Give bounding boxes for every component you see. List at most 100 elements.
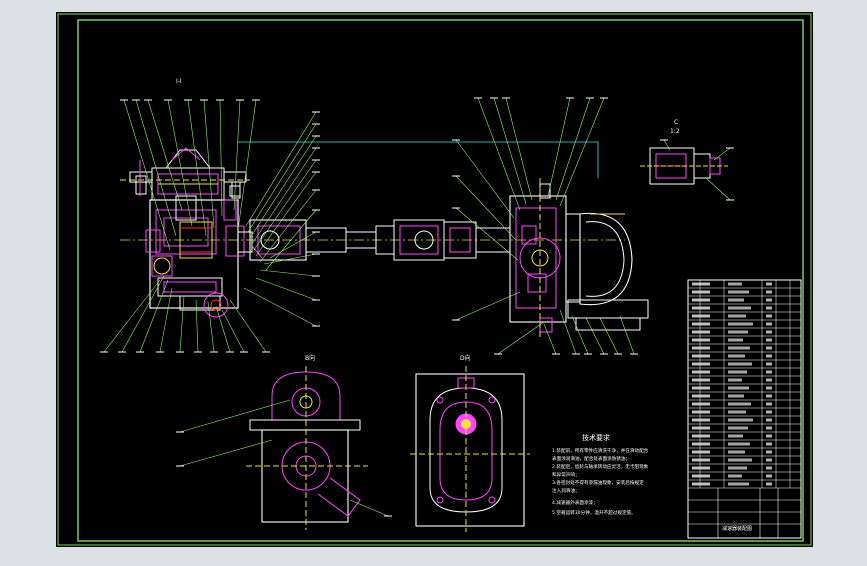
leader-line xyxy=(263,253,317,265)
leader-line xyxy=(195,299,199,353)
leader-line xyxy=(245,111,317,227)
leader-line xyxy=(477,97,521,211)
leader-line xyxy=(187,99,207,237)
leader-line xyxy=(147,99,183,211)
parts-row-number xyxy=(692,306,710,310)
tech-req-line-4: 和异常声响； xyxy=(552,471,580,478)
leader-line xyxy=(251,147,317,245)
drawing-paper xyxy=(56,12,813,547)
leader-line xyxy=(249,135,317,239)
leader-line xyxy=(663,139,671,151)
leader-line xyxy=(135,99,177,237)
parts-row-number xyxy=(692,386,710,390)
parts-row-qty xyxy=(766,370,772,374)
leader-line xyxy=(455,291,521,321)
leader-line xyxy=(255,277,317,301)
parts-row-name xyxy=(728,482,749,486)
parts-row-qty xyxy=(766,402,772,406)
parts-row-name xyxy=(728,354,745,358)
parts-row-qty xyxy=(766,426,772,430)
parts-row-number xyxy=(692,434,710,438)
parts-row-number xyxy=(692,394,710,398)
parts-row-number xyxy=(692,458,710,462)
parts-row-qty xyxy=(766,434,772,438)
parts-row-number xyxy=(692,338,710,342)
leader-line xyxy=(253,159,317,251)
parts-row-name xyxy=(728,442,750,446)
parts-row-number xyxy=(692,450,710,454)
leader-line xyxy=(243,287,317,327)
tech-req-line-5: 3.各密封处不得有渗漏油现象，安装后按规定 xyxy=(552,479,644,486)
tech-req-line-3: 2.装配后，齿轮与轴承转动应灵活，无卡阻现象 xyxy=(552,463,649,470)
parts-row-number xyxy=(692,290,710,294)
leader-line xyxy=(207,301,215,353)
leader-line xyxy=(619,315,635,355)
tech-req-line-7: 4.减速器外表面涂漆； xyxy=(552,499,598,506)
detail-c: C 1:2 xyxy=(640,119,728,185)
parts-row-number xyxy=(692,482,710,486)
title-block-name: 减速器装配图 xyxy=(722,525,752,532)
leader-line xyxy=(179,439,273,467)
leader-line xyxy=(259,189,317,263)
parts-row-name xyxy=(728,282,742,286)
leader-line xyxy=(543,323,557,355)
leader-line xyxy=(547,97,571,197)
parts-row-qty xyxy=(766,282,772,286)
parts-row-number xyxy=(692,354,710,358)
parts-row-name xyxy=(728,426,748,430)
parts-row-number xyxy=(692,322,710,326)
parts-row-name xyxy=(728,322,753,326)
view-d-label: D向 xyxy=(460,354,471,362)
tech-req-line-6: 注入润滑油； xyxy=(552,487,580,494)
leader-line xyxy=(455,207,519,261)
leader-line xyxy=(349,499,389,517)
detail-c-scale: 1:2 xyxy=(670,128,680,135)
parts-row-name xyxy=(728,466,747,470)
parts-row-qty xyxy=(766,306,772,310)
parts-row-qty xyxy=(766,442,772,446)
tech-req-line-1: 1.装配前，所有零件应清洗干净，并在滑动配合 xyxy=(552,447,649,454)
parts-row-number xyxy=(692,362,710,366)
parts-row-qty xyxy=(766,386,772,390)
parts-row-number xyxy=(692,466,710,470)
parts-row-name xyxy=(728,298,744,302)
leader-line xyxy=(229,299,267,353)
parts-list-table xyxy=(687,279,802,539)
leader-line xyxy=(559,309,577,355)
leader-line xyxy=(599,317,619,355)
parts-row-name xyxy=(728,386,749,390)
parts-row-qty xyxy=(766,290,772,294)
parts-row-number xyxy=(692,370,710,374)
parts-row-name xyxy=(728,346,750,350)
parts-row-number xyxy=(692,418,710,422)
leader-line xyxy=(219,99,223,217)
parts-row-qty xyxy=(766,354,772,358)
leader-line xyxy=(247,123,317,233)
leader-line xyxy=(123,99,171,251)
leader-line xyxy=(705,177,731,201)
leader-line xyxy=(215,305,231,353)
leader-line xyxy=(555,97,591,201)
leader-line xyxy=(167,99,193,227)
parts-row-qty xyxy=(766,322,772,326)
parts-row-name xyxy=(728,330,748,334)
parts-row-qty xyxy=(766,330,772,334)
parts-row-number xyxy=(692,474,710,478)
leader-line xyxy=(233,99,241,211)
parts-row-name xyxy=(728,362,752,366)
leader-line xyxy=(221,309,245,353)
leader-line xyxy=(269,231,317,259)
parts-row-number xyxy=(692,402,710,406)
parts-row-number xyxy=(692,298,710,302)
dimension-guide xyxy=(238,141,599,178)
parts-row-qty xyxy=(766,482,772,486)
leader-line xyxy=(203,99,215,229)
parts-row-name xyxy=(728,450,745,454)
parts-row-qty xyxy=(766,458,772,462)
tech-req-line-2: 表面涂润滑油，配合处表面涂防锈油； xyxy=(552,455,630,462)
parts-row-name xyxy=(728,474,742,478)
section-label-top: I-I xyxy=(176,78,182,85)
leader-line xyxy=(237,99,257,231)
parts-row-qty xyxy=(766,466,772,470)
